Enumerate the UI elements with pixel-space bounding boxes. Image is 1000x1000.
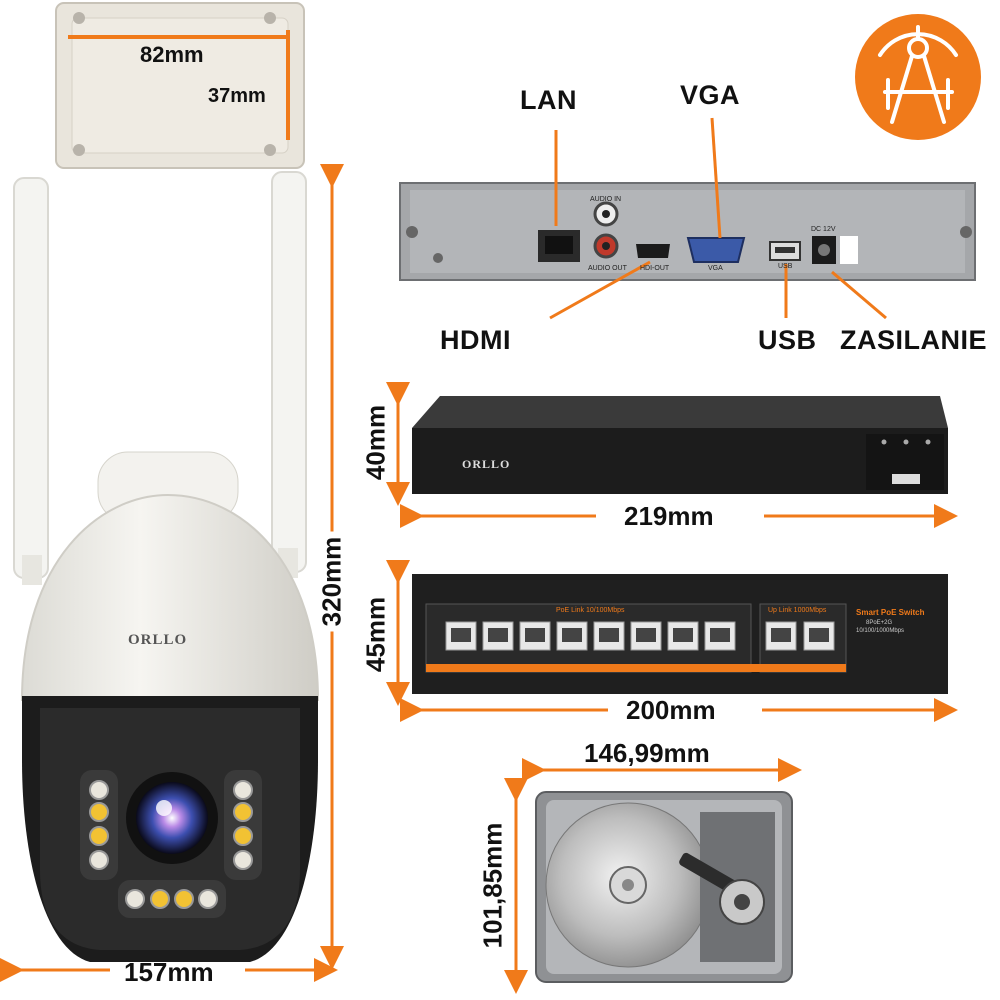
usb-label: USB bbox=[758, 325, 817, 355]
uplink-port-socket bbox=[809, 628, 829, 642]
camera-brand: ORLLO bbox=[128, 632, 188, 648]
camera-width-label: 157mm bbox=[124, 957, 214, 987]
nvr-callout-lines bbox=[549, 117, 887, 320]
hdd-width-label: 146,99mm bbox=[584, 738, 710, 768]
lan-label: LAN bbox=[520, 85, 577, 115]
nvr-width-label: 219mm bbox=[624, 501, 714, 531]
nvr-back-panel bbox=[399, 182, 976, 281]
nvr-brand: ORLLO bbox=[462, 457, 511, 471]
power-label: ZASILANIE bbox=[840, 325, 988, 355]
box-height-label: 37mm bbox=[208, 85, 266, 107]
switch-title: Smart PoE Switch bbox=[856, 608, 925, 617]
hdmi-label: HDMI bbox=[440, 325, 511, 355]
uplink-port-socket bbox=[771, 628, 791, 642]
hdmi-out-label: HDI-OUT bbox=[640, 265, 670, 272]
switch-spec-1: 8PoE+2G bbox=[866, 620, 893, 626]
hard-drive bbox=[535, 791, 793, 983]
switch-width-label: 200mm bbox=[626, 695, 716, 725]
usb-small-label: USB bbox=[778, 263, 793, 270]
box-width-label: 82mm bbox=[140, 42, 204, 67]
switch-uplink-label: Up Link 1000Mbps bbox=[768, 607, 827, 614]
vga-label: VGA bbox=[680, 80, 741, 110]
audio-out-label: AUDIO OUT bbox=[588, 265, 627, 272]
poe-port-socket bbox=[488, 628, 508, 642]
ptz-camera bbox=[13, 171, 320, 962]
poe-port-socket bbox=[451, 628, 471, 642]
switch-poe-label: PoE Link 10/100Mbps bbox=[556, 607, 625, 614]
switch-height-label: 45mm bbox=[360, 596, 391, 673]
poe-port-socket bbox=[673, 628, 693, 642]
poe-port-socket bbox=[710, 628, 730, 642]
hdd-height-label: 101,85mm bbox=[477, 822, 508, 949]
switch-spec-2: 10/100/1000Mbps bbox=[856, 628, 905, 634]
nvr-height-label: 40mm bbox=[360, 404, 391, 481]
nvr-front bbox=[412, 396, 948, 494]
poe-port-socket bbox=[562, 628, 582, 642]
dc-small-label: DC 12V bbox=[811, 226, 836, 233]
poe-port-socket bbox=[636, 628, 656, 642]
poe-ports bbox=[445, 621, 835, 651]
camera-height-label: 320mm bbox=[316, 531, 348, 632]
poe-port-socket bbox=[599, 628, 619, 642]
vga-small-label: VGA bbox=[708, 265, 723, 272]
audio-in-label: AUDIO IN bbox=[590, 196, 622, 203]
junction-box bbox=[55, 2, 305, 169]
poe-port-socket bbox=[525, 628, 545, 642]
drafting-compass-icon bbox=[855, 14, 981, 140]
